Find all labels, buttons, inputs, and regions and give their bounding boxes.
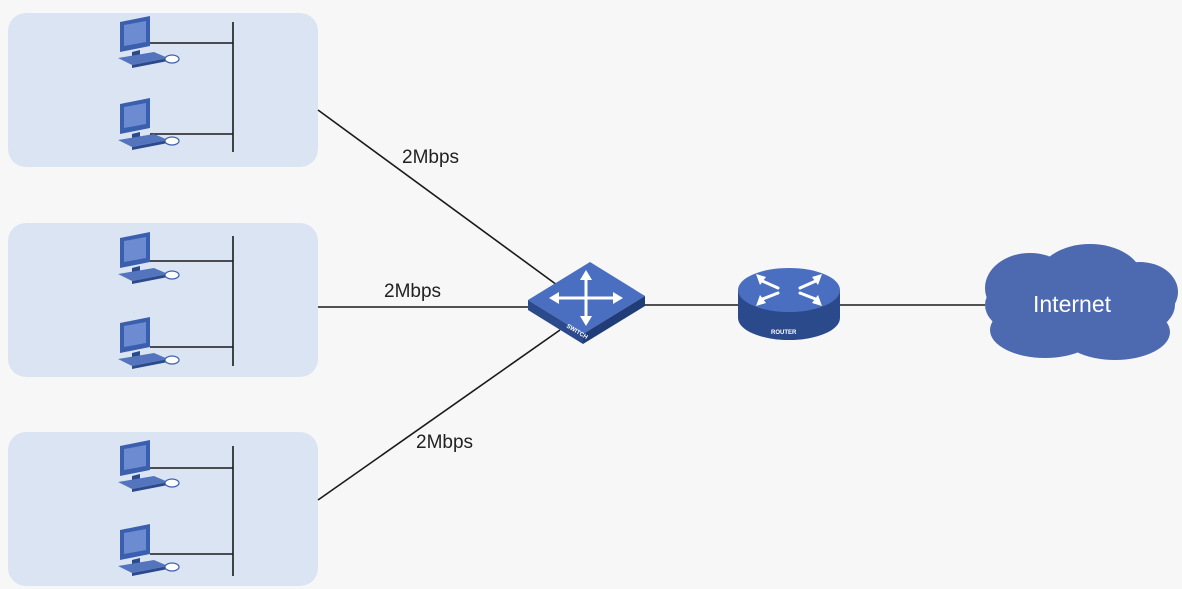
link-label-group1: 2Mbps	[402, 147, 460, 168]
link-label-group3: 2Mbps	[416, 432, 474, 453]
switch-icon: SWITCH	[528, 262, 645, 344]
pc-icon	[117, 97, 180, 151]
link-line-group1	[317, 109, 558, 286]
pc-icon	[117, 523, 180, 577]
pc-icon	[117, 316, 180, 370]
lan-group-2	[8, 223, 318, 377]
internet-label: Internet	[1033, 291, 1111, 317]
pc-icon	[117, 231, 180, 285]
internet-cloud	[985, 244, 1178, 360]
router-icon: ROUTER	[738, 268, 840, 340]
router-caption: ROUTER	[771, 330, 797, 336]
pc-icon	[117, 15, 180, 69]
lan-bus-3	[150, 446, 234, 576]
pc-icon	[117, 439, 180, 493]
link-line-group3	[317, 329, 561, 501]
lan-bus-2	[150, 236, 234, 366]
lan-group-3	[8, 432, 318, 586]
lan-bus-1	[150, 22, 234, 152]
link-label-group2: 2Mbps	[384, 281, 442, 302]
